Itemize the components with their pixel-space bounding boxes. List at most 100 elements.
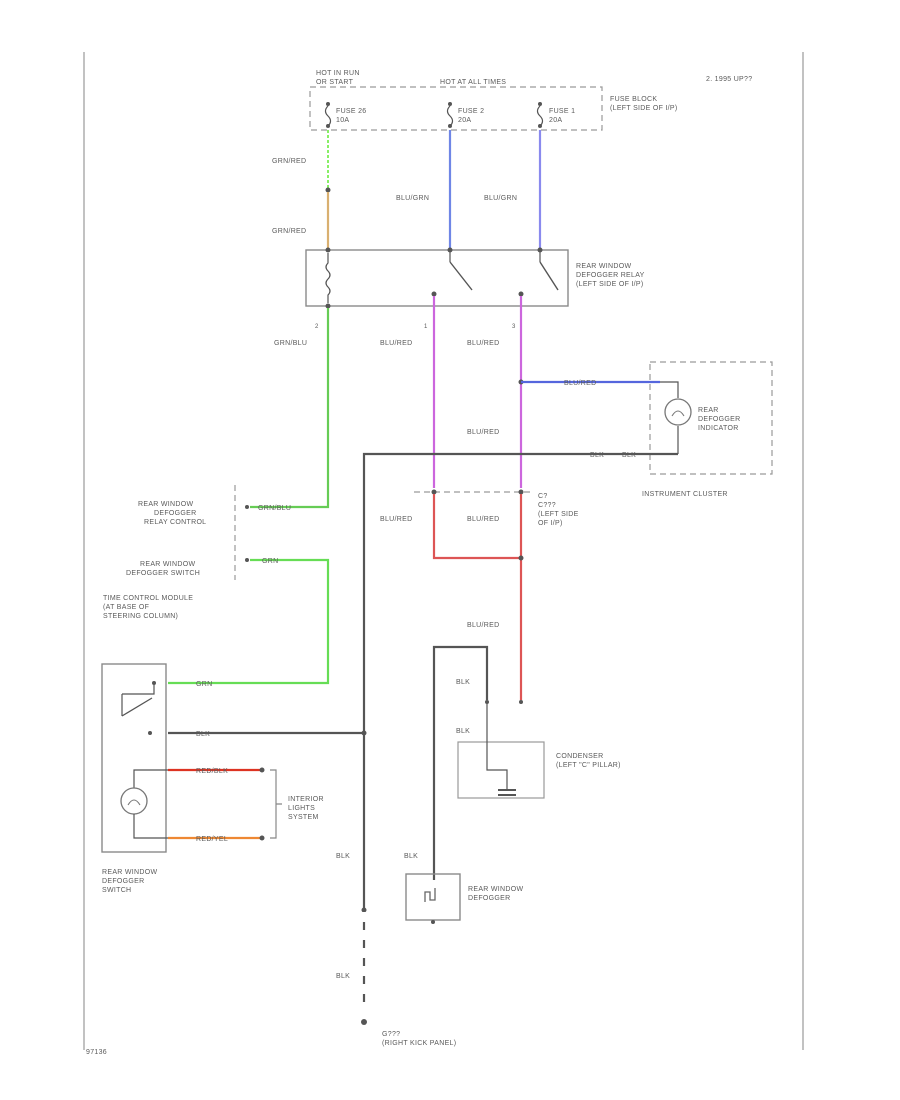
hot-in-run-label-2: OR START [316, 79, 354, 86]
defogger-grid-box [405, 873, 461, 921]
fuse-1-amp: 20A [549, 117, 562, 124]
interior-label: INTERIOR [288, 796, 324, 803]
switch-lamp-return [133, 814, 168, 839]
pin-red-blk [259, 767, 265, 773]
tcm-pin-relay-control [245, 505, 249, 509]
indicator-label-3: INDICATOR [698, 425, 739, 432]
fuse-1-label: FUSE 1 [549, 108, 575, 115]
wire-label-blu-grn-1: BLU/GRN [396, 195, 429, 202]
relay-coil [325, 247, 331, 309]
relay-label: REAR WINDOW [576, 263, 631, 270]
connector-pin-a [431, 489, 437, 495]
switch-name-label-3: SWITCH [102, 887, 131, 894]
blk-label-b: BLK [456, 728, 470, 735]
instrument-cluster-outline [649, 361, 773, 475]
tcm-pin-switch [245, 558, 249, 562]
tcm-label-3: STEERING COLUMN) [103, 613, 178, 620]
wire-label-red-yel: RED/YEL [196, 836, 228, 843]
connector-label-3: (LEFT SIDE [538, 511, 579, 518]
hot-at-all-times-label: HOT AT ALL TIMES [440, 79, 506, 86]
defog-switch-input-label: REAR WINDOW [140, 561, 195, 568]
wire-label-blu-red-4: BLU/RED [380, 516, 412, 523]
hot-in-run-label: HOT IN RUN [316, 70, 360, 77]
wire-label-blk-3: BLK [196, 731, 210, 738]
relay-label-2: DEFOGGER RELAY [576, 272, 645, 279]
interior-bracket [270, 769, 282, 839]
wire-label-blk-1: BLK [590, 452, 604, 459]
condenser-wiring [486, 704, 508, 790]
relay-label-3: (LEFT SIDE OF I/P) [576, 281, 644, 288]
defog-switch-input-label-2: DEFOGGER SWITCH [126, 570, 200, 577]
instrument-cluster-label: INSTRUMENT CLUSTER [642, 491, 728, 498]
fuse-26-amp: 10A [336, 117, 349, 124]
ground-label-2: (RIGHT KICK PANEL) [382, 1040, 456, 1047]
wire-label-blu-red-1: BLU/RED [380, 340, 412, 347]
connector-label-4: OF I/P) [538, 520, 563, 527]
relay-pin-1: 1 [424, 324, 428, 330]
wire-label-blu-red-3: BLU/RED [467, 429, 499, 436]
interior-label-3: SYSTEM [288, 814, 319, 821]
connector-label-2: C??? [538, 502, 556, 509]
fuse-26-label: FUSE 26 [336, 108, 367, 115]
blk-label-a: BLK [456, 679, 470, 686]
indicator-filament [671, 410, 685, 417]
defogger-ground-pin [431, 920, 435, 924]
ground-label: G??? [382, 1031, 400, 1038]
switch-lamp-wiring [133, 769, 168, 788]
relay-contact-1 [431, 247, 473, 297]
condenser-pin-b [519, 700, 523, 704]
wire-label-grn-blu: GRN/BLU [274, 340, 307, 347]
switch-name-label: REAR WINDOW [102, 869, 157, 876]
fuse-block-outline [309, 86, 603, 131]
fuse-2-label: FUSE 2 [458, 108, 484, 115]
relay-control-label-3: RELAY CONTROL [144, 519, 206, 526]
condenser-pin-a [485, 700, 489, 704]
defogger-grid-icon [424, 888, 436, 902]
wire-blk-bus [362, 452, 678, 1010]
connector-pin-b [518, 489, 524, 495]
model-note: 2. 1995 UP?? [706, 76, 752, 83]
interior-label-2: LIGHTS [288, 805, 315, 812]
condenser-label: CONDENSER [556, 753, 603, 760]
indicator-bulb [664, 398, 692, 426]
pin-red-yel [259, 835, 265, 841]
splice-blk-switch [361, 730, 367, 736]
relay-control-label-2: DEFOGGER [154, 510, 196, 517]
blk-label-c: BLK [404, 853, 418, 860]
wire-grn-blu [250, 308, 330, 509]
defogger-switch-box [101, 663, 167, 853]
tcm-label: TIME CONTROL MODULE [103, 595, 193, 602]
wire-label-blk-2: BLK [622, 452, 636, 459]
indicator-label: REAR [698, 407, 719, 414]
switch-lamp-bulb [120, 787, 148, 815]
tcm-label-2: (AT BASE OF [103, 604, 149, 611]
wire-label-grn-1: GRN [262, 558, 278, 565]
fuse-26-symbol [324, 102, 332, 128]
indicator-label-2: DEFOGGER [698, 416, 740, 423]
connector-label: C? [538, 493, 548, 500]
defogger-relay-box [305, 249, 569, 307]
fuse-1-symbol [536, 102, 544, 128]
wire-label-blu-red-2: BLU/RED [467, 340, 499, 347]
blk-label-e: BLK [336, 973, 350, 980]
switch-pin-blk [148, 731, 152, 735]
relay-pin-3: 3 [512, 324, 516, 330]
fuse-2-symbol [446, 102, 454, 128]
defogger-feed-wire [432, 645, 489, 880]
wire-label-blu-red-6: BLU/RED [467, 622, 499, 629]
splice-grn-red [325, 187, 331, 193]
wire-grn-switch [168, 558, 330, 685]
relay-pin-2: 2 [315, 324, 319, 330]
indicator-wiring [660, 381, 679, 398]
defogger-label: REAR WINDOW [468, 886, 523, 893]
wire-label-grn-2: GRN [196, 681, 212, 688]
wire-label-grn-red-1: GRN/RED [272, 158, 306, 165]
wire-label-grn-red-2: GRN/RED [272, 228, 306, 235]
splice-ground [361, 907, 367, 913]
wire-red-loop [432, 494, 521, 560]
wire-label-blu-red-5: BLU/RED [467, 516, 499, 523]
blk-label-d: BLK [336, 853, 350, 860]
splice-red [518, 555, 524, 561]
switch-name-label-2: DEFOGGER [102, 878, 144, 885]
